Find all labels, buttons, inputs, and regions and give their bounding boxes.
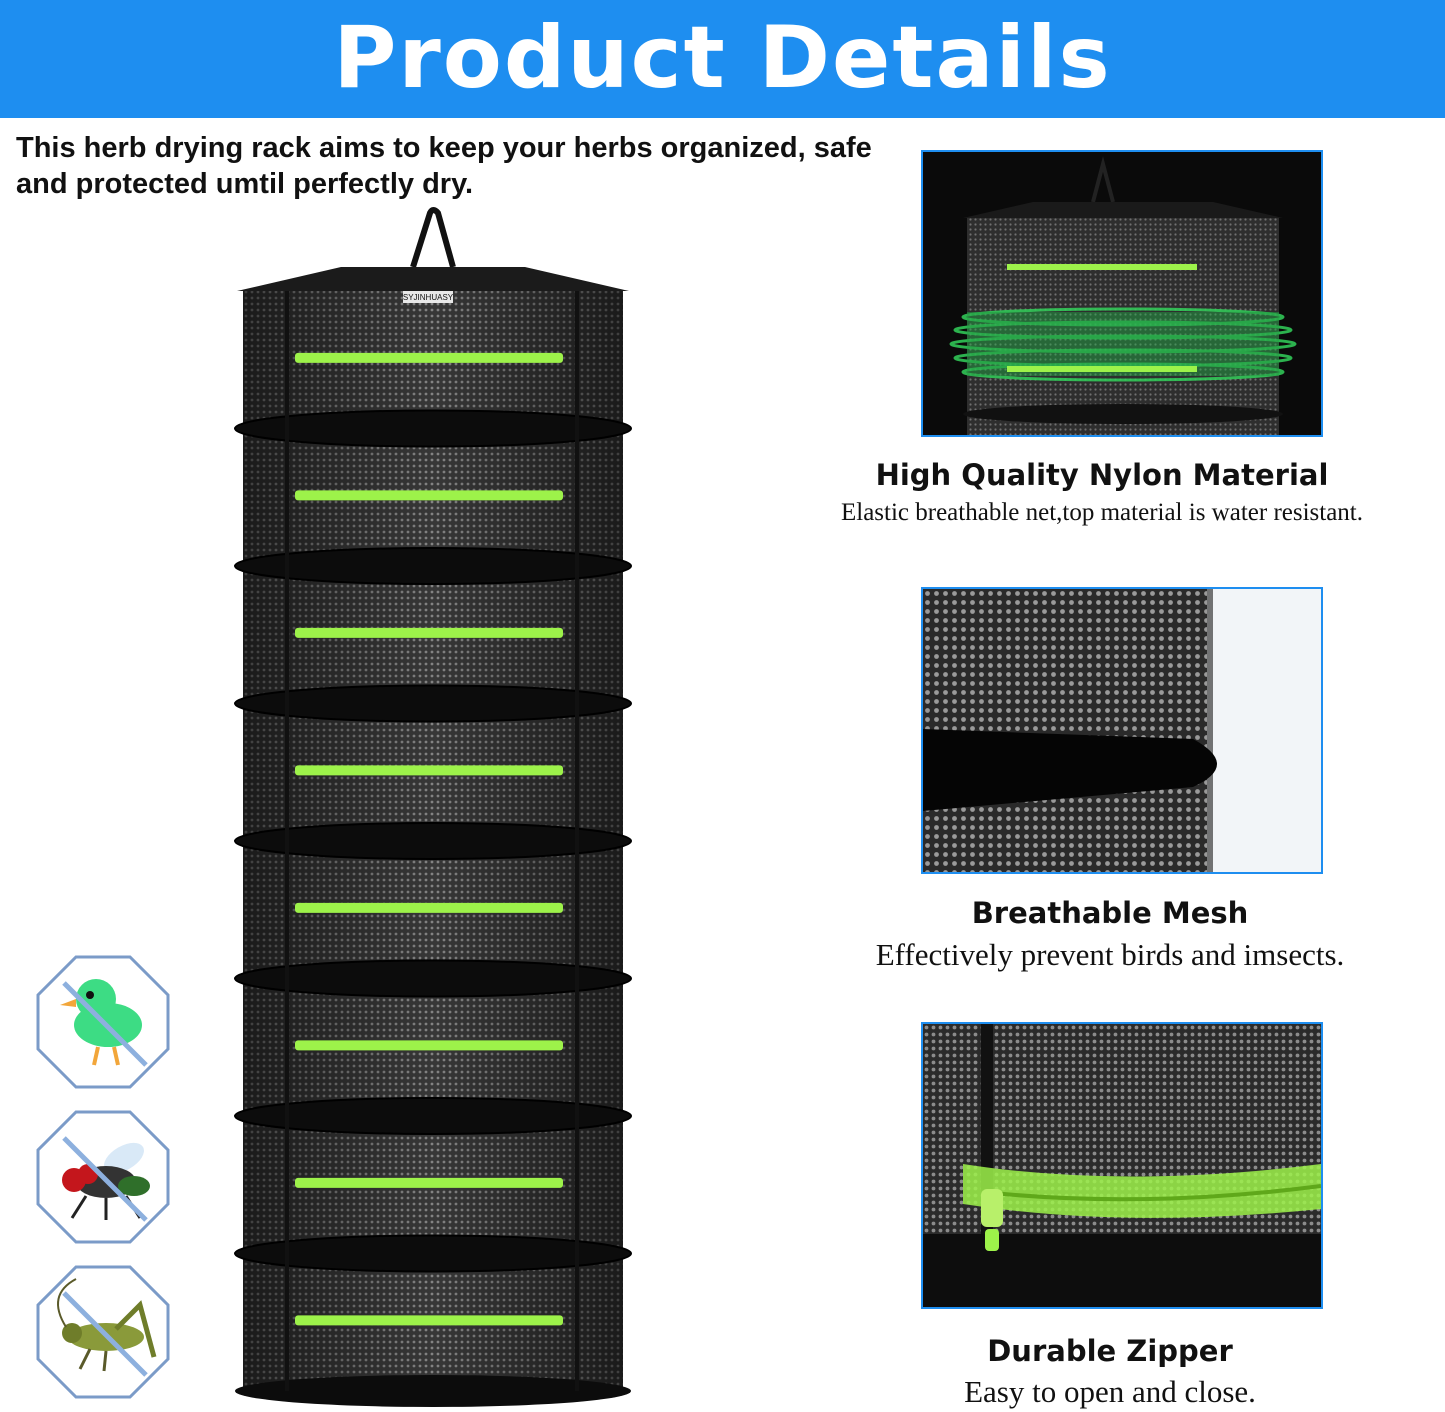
no-fly-icon [36, 1110, 170, 1244]
brand-label: SYJINHUASY [403, 293, 454, 302]
banner-title: Product Details [333, 8, 1112, 108]
tier-zipper [295, 1177, 563, 1188]
feature-desc-mesh: Effectively prevent birds and imsects. [875, 937, 1345, 972]
tier-zipper [295, 765, 563, 776]
feature-desc-zipper: Easy to open and close. [964, 1374, 1256, 1409]
durable-zipper-image [921, 1022, 1323, 1309]
tier-zipper [295, 490, 563, 501]
drying-rack-image: SYJINHUASY [234, 207, 632, 1407]
tier-ring [234, 1097, 632, 1135]
intro-text: This herb drying rack aims to keep your … [16, 132, 872, 200]
feature-title-zipper: Durable Zipper [987, 1334, 1233, 1368]
tier-ring [234, 409, 632, 448]
no-cricket-icon [36, 1265, 170, 1399]
tier-ring [234, 684, 632, 723]
feature-title-nylon: High Quality Nylon Material [875, 458, 1329, 492]
tier-ring [234, 547, 632, 585]
tier-ring [234, 959, 632, 998]
brand-tag [403, 291, 453, 303]
tier-zipper [295, 352, 563, 363]
tier-ring [234, 1234, 632, 1273]
tier-zipper [295, 627, 563, 638]
no-bird-icon [36, 955, 170, 1089]
rack-tier-rings [234, 352, 632, 1407]
tier-zipper [295, 1315, 563, 1326]
feature-desc-nylon: Elastic breathable net,top material is w… [840, 499, 1364, 526]
tier-ring [234, 822, 632, 860]
breathable-mesh-image [921, 587, 1323, 874]
nylon-material-image [921, 150, 1323, 437]
tier-zipper [295, 1040, 563, 1051]
banner: Product Details [0, 0, 1445, 118]
tier-zipper [295, 902, 563, 913]
feature-title-mesh: Breathable Mesh [971, 896, 1249, 930]
tier-ring-bottom [235, 1375, 631, 1407]
